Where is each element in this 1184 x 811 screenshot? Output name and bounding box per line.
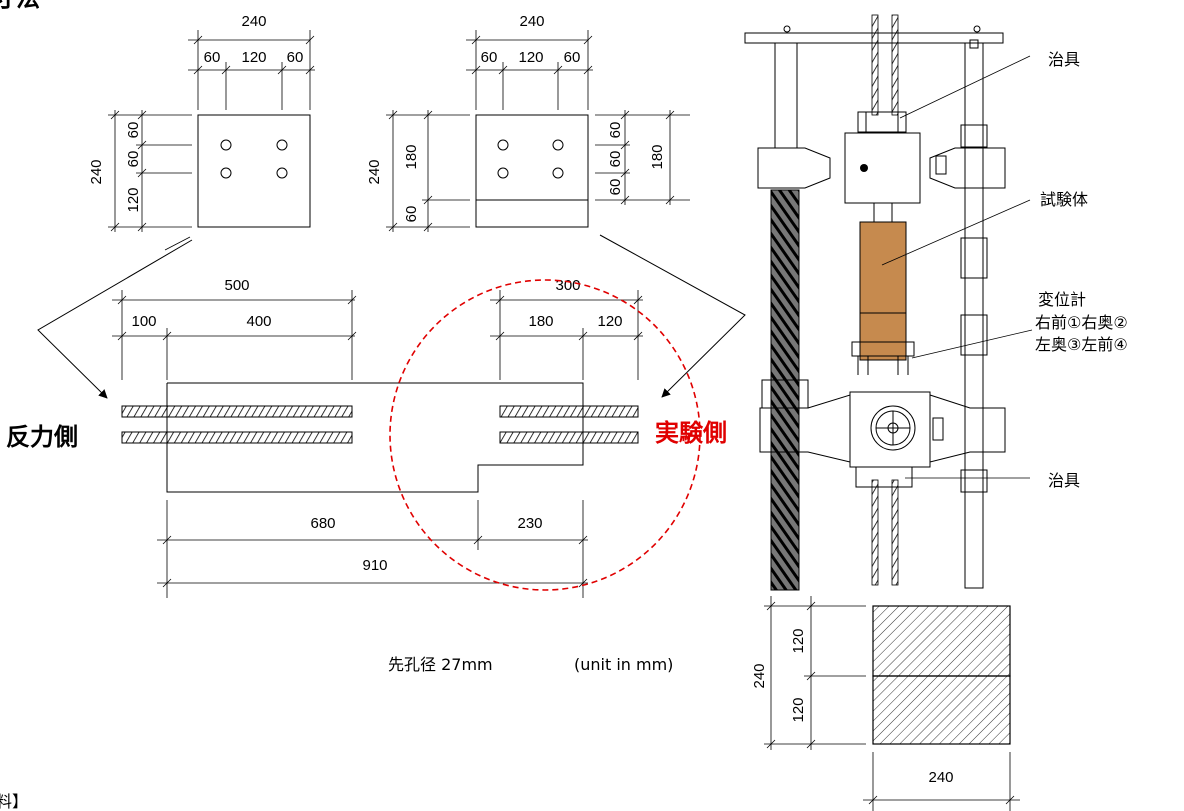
dim-width-left: 60 [204,49,221,66]
dim-height-total: 240 [366,159,383,184]
bolt-hole [552,167,564,179]
threaded-rod [499,431,639,444]
experiment-side-label: 実験側 [655,419,727,447]
handwheel [870,405,916,451]
dim-width-right: 60 [287,49,304,66]
center-rod [871,479,879,586]
dim-left-b: 400 [246,313,271,330]
threaded-rod [121,405,353,418]
unit-note: (unit in mm) [574,655,673,674]
bolt-hole [276,167,288,179]
elevation-view: 500 100 400 300 180 120 680 230 910 [112,277,643,598]
dim-right-a: 60 [607,122,624,139]
bolt-hole [497,167,509,179]
cross-section: 240 120 120 240 [751,596,1020,811]
displacement-gauges [851,341,915,357]
top-right-block [475,114,589,228]
dim-right-b: 60 [607,151,624,168]
gauge-line-2: 左奥③左前④ [1035,335,1128,354]
hole-diameter-note: 先孔径 27mm [388,655,493,674]
top-jig [857,111,907,133]
threaded-rod [499,405,639,418]
footer-fragment: 料】 [0,792,28,811]
bolt-hole [552,139,564,151]
reaction-side-label: 反力側 [6,423,78,451]
dim-bottom-b: 230 [517,515,542,532]
gauge-title: 変位計 [1038,290,1086,309]
dim-right-total: 180 [649,144,666,169]
leader-arrow-right [599,234,746,398]
specimen [859,221,907,361]
center-rod [891,14,899,116]
top-left-view: 240 60 120 60 240 60 60 120 [88,13,315,251]
dim-section-lower: 120 [790,697,807,722]
center-rod [871,14,879,116]
left-column [774,42,798,149]
dim-section-upper: 120 [790,628,807,653]
dim-bottom-a: 680 [310,515,335,532]
dim-height-a: 60 [125,122,142,139]
dim-width-total: 240 [519,13,544,30]
leader-arrow-left [37,239,193,399]
specimen-label: 試験体 [1040,190,1088,209]
center-rod [891,479,899,586]
left-screw-column [770,189,800,591]
dim-right-c: 60 [607,179,624,196]
bolt-hole [220,139,232,151]
section-upper [872,605,1011,677]
test-apparatus: 治具 試験体 変位計 右前①右奥② 左奥③左前④ 治具 [744,14,1128,591]
dim-section-height: 240 [751,663,768,688]
dim-right-total: 300 [555,277,580,294]
dim-width-left: 60 [481,49,498,66]
dim-width-right: 60 [564,49,581,66]
jig-top-label: 治具 [1048,50,1080,69]
dim-width-total: 240 [241,13,266,30]
dim-width-mid: 120 [518,49,543,66]
dim-height-c: 120 [125,187,142,212]
dim-section-width: 240 [928,769,953,786]
upper-crosshead [757,147,831,189]
top-left-block [197,114,311,228]
dim-right-b: 120 [597,313,622,330]
dim-height-total: 240 [88,159,105,184]
elevation-outline [166,382,584,493]
jig-bottom-label: 治具 [1048,471,1080,490]
dim-left-total: 500 [224,277,249,294]
top-right-view: 240 60 120 60 240 180 60 60 60 60 180 [366,13,690,232]
dim-left-a: 100 [131,313,156,330]
dim-height-lower: 60 [403,206,420,223]
experiment-side-highlight [389,279,701,591]
gauge-line-1: 右前①右奥② [1035,313,1128,332]
dim-width-mid: 120 [241,49,266,66]
bolt-hole [276,139,288,151]
dim-bottom-total: 910 [362,557,387,574]
bolt-hole [220,167,232,179]
section-lower [872,675,1011,745]
dim-height-upper: 180 [403,144,420,169]
dim-right-a: 180 [528,313,553,330]
threaded-rod [121,431,353,444]
dim-height-b: 60 [125,151,142,168]
page-title: 寸法 [0,0,40,12]
bottom-jig [855,466,913,488]
bolt-hole [497,139,509,151]
